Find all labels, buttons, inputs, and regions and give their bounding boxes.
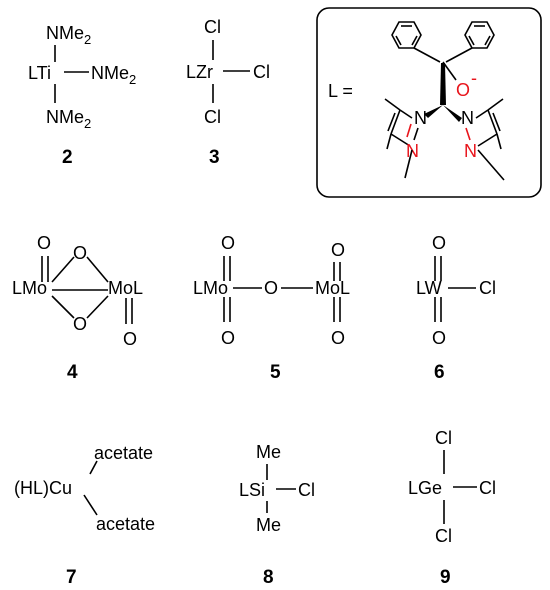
compound-8: Me LSi Cl Me 8 — [239, 442, 315, 588]
c3-left-lzr: LZr — [186, 62, 213, 82]
compound-9: Cl LGe Cl Cl 9 — [408, 428, 496, 588]
c8-right-cl: Cl — [298, 480, 315, 500]
c4-right-mol: MoL — [108, 278, 143, 298]
c4-o-bridge-top: O — [73, 243, 87, 263]
c7-upper-acetate: acetate — [94, 443, 153, 463]
compound-4: O O LMo MoL O O 4 — [12, 233, 143, 383]
c3-bottom-cl: Cl — [204, 107, 221, 127]
compound-2: NMe2 LTi NMe2 NMe2 2 — [28, 23, 136, 168]
c7-bond-lower — [83, 494, 98, 516]
c5-left-lmo: LMo — [193, 278, 228, 298]
c2-top-nme2: NMe2 — [46, 23, 91, 47]
c5-o-left-top: O — [221, 233, 235, 253]
compound-number-6: 6 — [434, 362, 445, 383]
c4-bond-b — [86, 256, 109, 283]
c6-center-lw: LW — [416, 278, 442, 298]
pyrazole-left — [384, 98, 419, 150]
wedge-ch-n-right — [443, 105, 462, 122]
c7-bond-upper — [89, 460, 98, 475]
c4-bond-a — [51, 256, 75, 283]
c5-o-right-bottom: O — [331, 328, 345, 348]
c2-bottom-nme2: NMe2 — [46, 107, 91, 131]
compound-number-3: 3 — [209, 147, 220, 168]
c5-o-right-top: O — [331, 240, 345, 260]
c3-right-cl: Cl — [253, 62, 270, 82]
c7-center-hlcu: (HL)Cu — [14, 478, 72, 498]
pyrazole-right — [465, 98, 504, 150]
c3-top-cl: Cl — [204, 17, 221, 37]
bond-c-o — [442, 61, 457, 81]
compound-3: Cl LZr Cl Cl 3 — [186, 17, 270, 168]
c9-bottom-cl: Cl — [435, 526, 452, 546]
ligand-frame — [316, 7, 542, 198]
compound-number-4: 4 — [67, 362, 78, 383]
c9-right-cl: Cl — [479, 478, 496, 498]
c4-left-lmo: LMo — [12, 278, 47, 298]
c5-o-left-bottom: O — [221, 328, 235, 348]
compound-number-8: 8 — [263, 567, 274, 588]
c6-right-cl: Cl — [479, 278, 496, 298]
c8-top-me: Me — [256, 442, 281, 462]
c2-left-lti: LTi — [28, 63, 51, 83]
n1-right: N — [461, 108, 474, 128]
compound-7: acetate (HL)Cu acetate 7 — [14, 443, 155, 588]
ligand-label: L = — [328, 81, 353, 101]
c5-bridge-o: O — [264, 278, 278, 298]
c4-o-bridge-bottom: O — [73, 314, 87, 334]
ligand-box: L = O - — [316, 7, 542, 198]
c8-center-lsi: LSi — [239, 480, 265, 500]
c8-bottom-me: Me — [256, 515, 281, 535]
c4-o-top-left: O — [37, 233, 51, 253]
wedge-c-ch — [440, 63, 446, 105]
c9-center-lge: LGe — [408, 478, 442, 498]
methyl-left-3 — [404, 149, 413, 179]
c9-top-cl: Cl — [435, 428, 452, 448]
wedge-ch-n-left — [424, 105, 443, 118]
c7-lower-acetate: acetate — [96, 514, 155, 534]
phenyl-right — [445, 21, 495, 63]
methyl-right-3 — [477, 149, 505, 181]
compound-number-2: 2 — [62, 147, 73, 168]
c4-bond-c — [51, 295, 75, 319]
compound-5: O LMo O MoL O O O 5 — [193, 233, 350, 383]
compound-6: O LW Cl O 6 — [416, 233, 496, 383]
n2-right: N — [464, 141, 477, 161]
compound-number-7: 7 — [66, 567, 77, 588]
compound-number-5: 5 — [270, 362, 281, 383]
c4-bond-d — [86, 295, 109, 319]
compound-number-9: 9 — [440, 567, 451, 588]
c6-o-top: O — [432, 233, 446, 253]
n1-left: N — [414, 108, 427, 128]
c5-right-mol: MoL — [315, 278, 350, 298]
ligand-charge: - — [471, 68, 477, 88]
c6-o-bottom: O — [432, 328, 446, 348]
c2-right-nme2: NMe2 — [91, 63, 136, 87]
phenyl-left — [391, 21, 441, 63]
ligand-oxygen: O — [456, 80, 470, 100]
c4-o-bottom-right: O — [123, 329, 137, 349]
